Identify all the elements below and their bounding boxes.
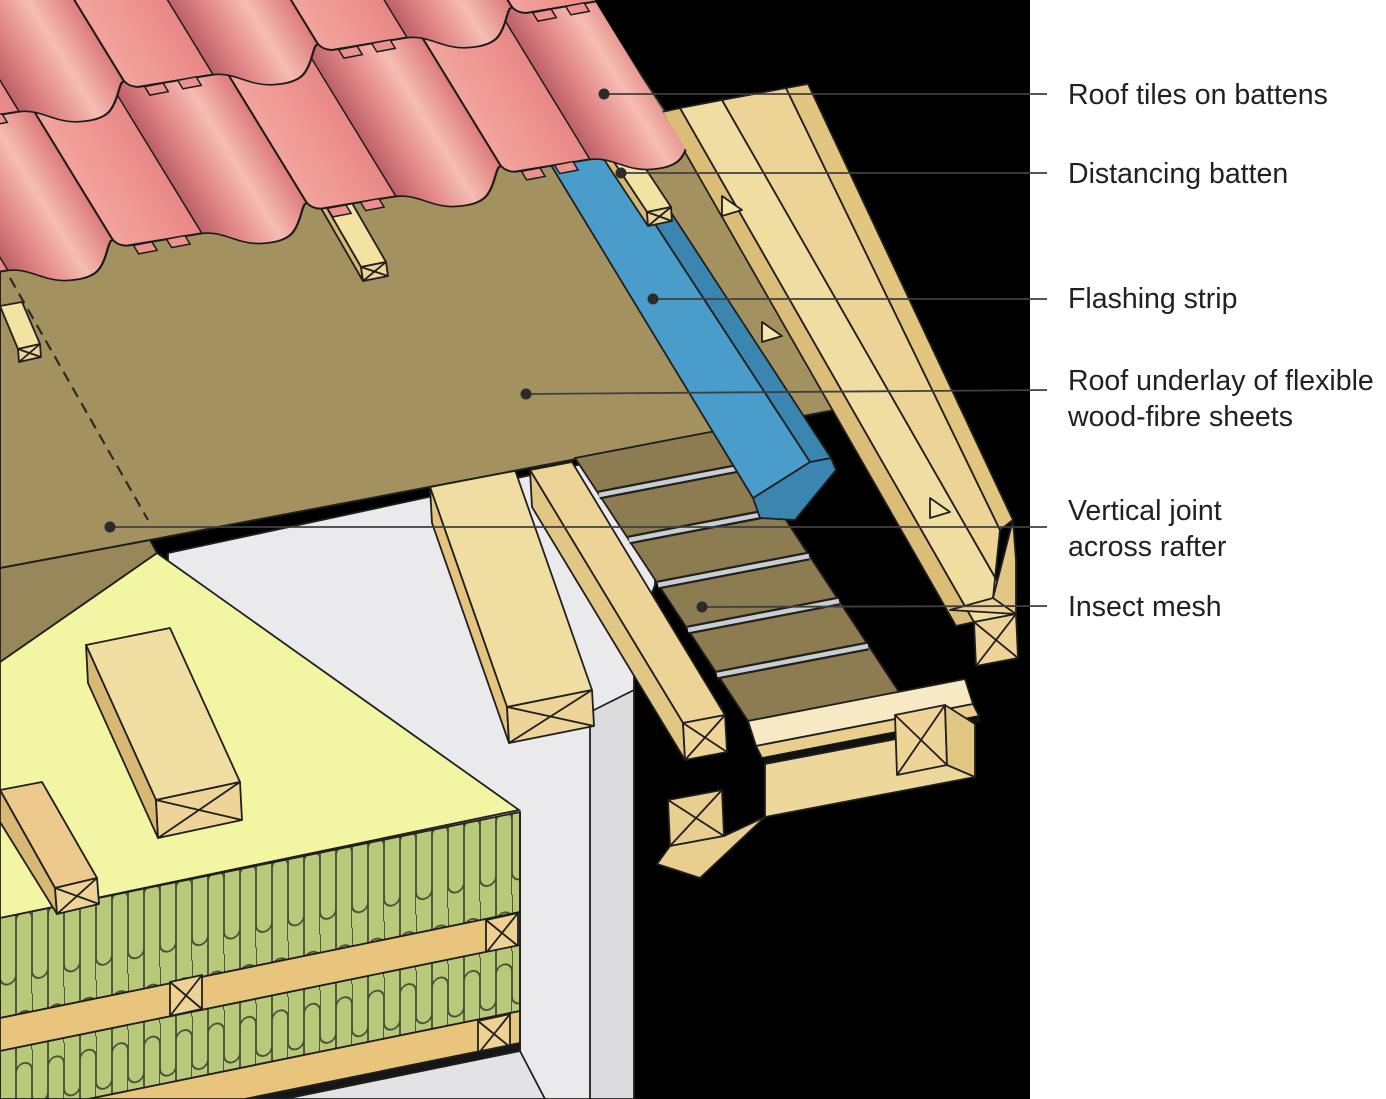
leader-lines — [110, 93, 1048, 608]
insect-mesh-strips — [598, 461, 869, 680]
label-panel — [1030, 0, 1386, 1099]
board-end-notches — [721, 195, 951, 519]
label-distancing-batten: Distancing batten — [1068, 158, 1288, 190]
label-flashing-strip: Flashing strip — [1068, 283, 1237, 315]
vertical-joint-dashed-line — [9, 277, 149, 521]
label-roof-tiles: Roof tiles on battens — [1068, 79, 1328, 111]
label-vertical-joint-line2: across rafter — [1068, 531, 1227, 563]
wall-corner-face — [589, 689, 635, 1099]
sheathing-boards — [0, 1050, 546, 1099]
rafters — [0, 469, 595, 915]
spacer-x-brace — [169, 912, 519, 1017]
labels: Roof tiles on battens Distancing batten … — [1067, 79, 1374, 623]
label-insect-mesh: Insect mesh — [1068, 591, 1222, 623]
label-vertical-joint-line1: Vertical joint — [1068, 495, 1222, 527]
label-underlay-line1: Roof underlay of flexible — [1068, 365, 1374, 397]
insulation-block — [0, 811, 546, 1099]
leader-dots — [104, 88, 708, 613]
bottom-x-brace — [477, 1013, 511, 1055]
verge-boards — [661, 83, 1019, 667]
label-underlay-line2: wood-fibre sheets — [1067, 401, 1293, 433]
eave-assembly — [529, 428, 982, 879]
